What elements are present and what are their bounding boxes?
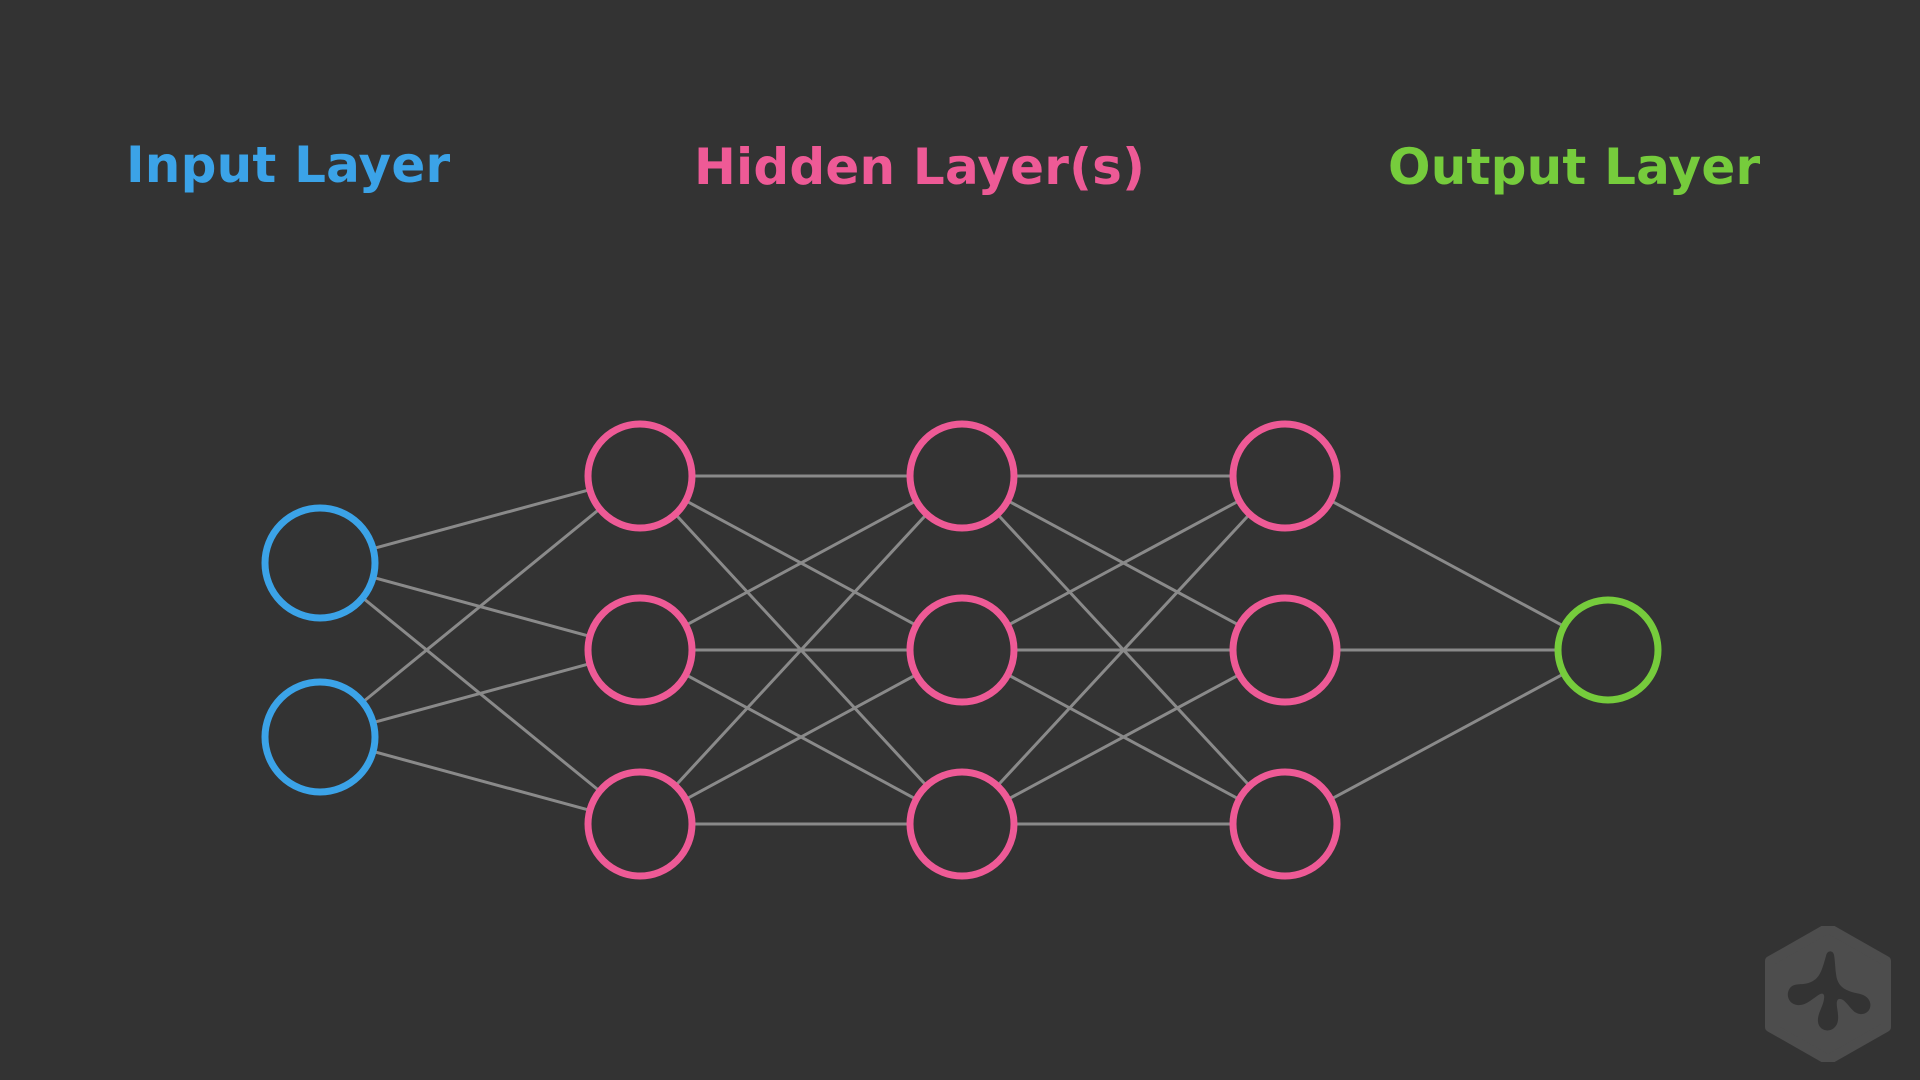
neuron-node-out-1 (1554, 596, 1662, 704)
neuron-node-h1-2 (584, 594, 696, 706)
connection-edge (996, 513, 1251, 787)
neuron-node-in-1 (261, 504, 379, 622)
connection-edge (372, 488, 591, 551)
neuron-node-in-2 (261, 678, 379, 796)
neuron-node-h3-3 (1229, 768, 1341, 880)
connection-edge (361, 507, 601, 704)
neuron-node-h3-1 (1229, 420, 1341, 532)
layer-label-input: Input Layer (126, 136, 451, 194)
neuron-node-h1-1 (584, 420, 696, 532)
neuron-node-h2-1 (906, 420, 1018, 532)
neuron-node-h2-2 (906, 594, 1018, 706)
neuron-node-h3-2 (1229, 594, 1341, 706)
connection-edge (372, 749, 591, 812)
layer-label-output: Output Layer (1388, 138, 1761, 196)
neuron-node-h2-3 (906, 768, 1018, 880)
layer-label-hidden: Hidden Layer(s) (694, 138, 1146, 196)
connection-edge (372, 662, 591, 725)
connection-edge (1007, 499, 1240, 627)
neuron-node-h1-3 (584, 768, 696, 880)
connections-group (361, 474, 1565, 826)
neurons-group (261, 420, 1662, 880)
connection-edge (685, 673, 917, 801)
connection-edge (1330, 499, 1565, 628)
connection-edge (674, 513, 928, 787)
connection-edge (1007, 673, 1240, 801)
connection-edge (685, 499, 917, 627)
connection-edge (1330, 672, 1565, 801)
